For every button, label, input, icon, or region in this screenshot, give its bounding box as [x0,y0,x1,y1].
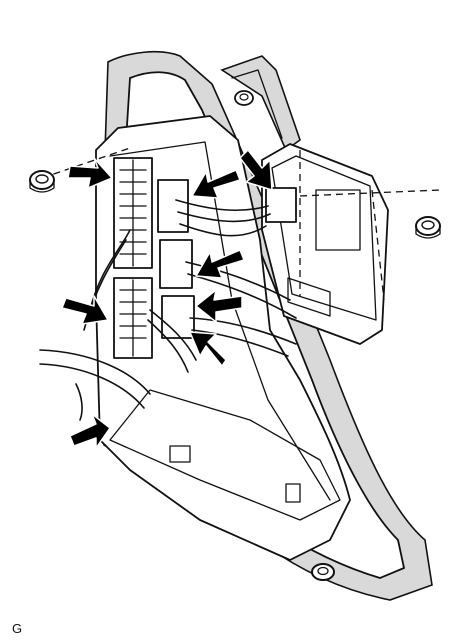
lower-tray [109,389,341,521]
arrow-middle-left [61,295,109,325]
left-bolt [29,170,55,193]
module-connector [265,187,297,223]
upper-bracket-edge [231,69,283,139]
connector-pin-rows [119,159,147,357]
top-bolt [234,90,254,106]
arrow-center-upper [191,169,241,199]
tray-clip [169,445,191,463]
arrow-center-middle [195,249,245,279]
center-connector-1 [157,179,189,233]
module-hidden-edge [299,150,385,301]
right-bolt [415,216,441,239]
arrow-lower-right [189,331,227,367]
tray-slot [285,483,301,503]
center-connector-3 [161,295,195,339]
indicator-arrows [61,149,273,449]
bottom-bolt [311,563,335,581]
upper-bracket [220,55,301,152]
module-window [315,189,361,251]
figure-code-label: G [12,621,23,636]
arrow-upper-left [67,157,113,189]
module-latch [287,277,331,317]
module-housing-front [271,155,377,321]
center-connector-2 [159,239,193,289]
arrow-center-lower [195,289,243,323]
arrow-bottom-left [69,413,111,449]
arrow-module-connector [239,149,273,191]
mounting-reference-line [41,147,441,197]
